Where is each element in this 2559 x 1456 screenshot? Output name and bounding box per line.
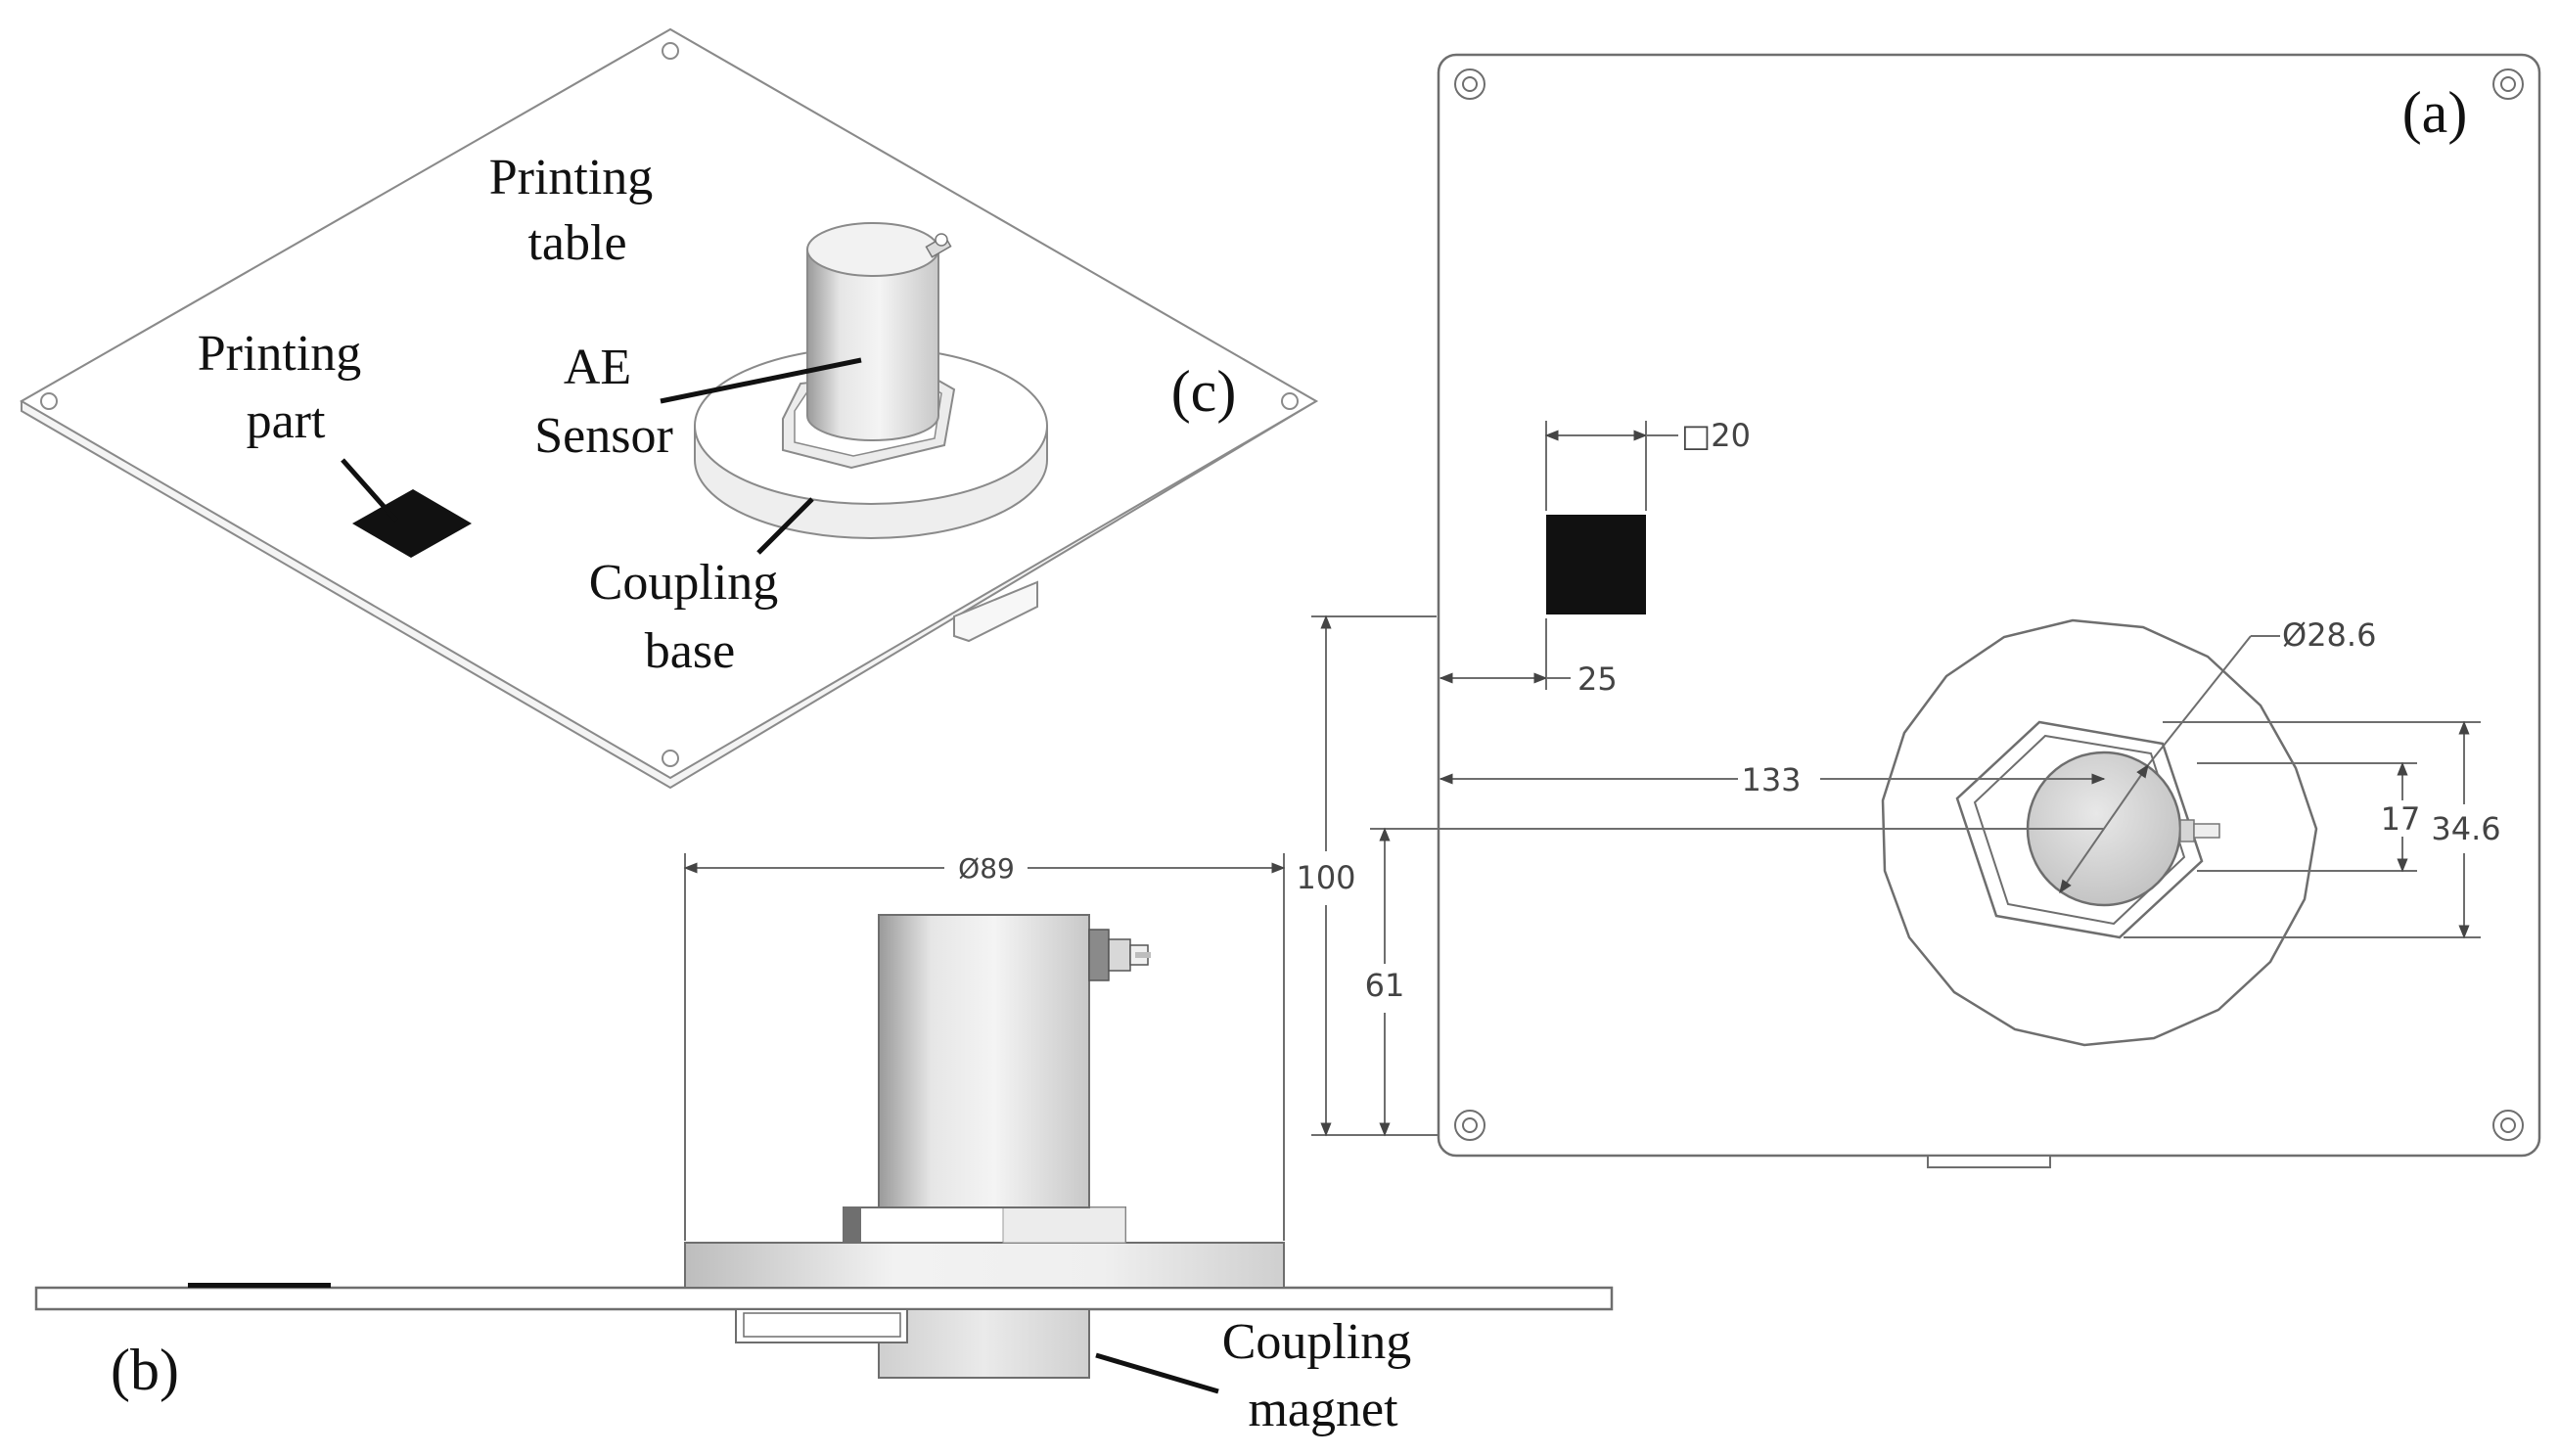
- dim-sensor-diameter-label: Ø28.6: [2282, 616, 2376, 654]
- hole-icon: [2492, 1110, 2524, 1141]
- dim-hex-outer: [2124, 720, 2481, 939]
- ae-sensor-leader: [660, 357, 862, 404]
- sensor-body-side: [878, 914, 1090, 1208]
- hole-icon: [40, 392, 58, 410]
- hole-icon: [1454, 1110, 1485, 1141]
- ae-sensor-iso: [806, 222, 952, 441]
- dim-base-diameter: [683, 853, 1286, 1241]
- dim-sensor-offset-x-label: 133: [1741, 761, 1801, 798]
- coupling-magnet-label: Coupling magnet: [1222, 1314, 1425, 1437]
- ae-sensor-label-line2: Sensor: [534, 408, 673, 464]
- dim-sensor-offset-y: [1370, 827, 2104, 1137]
- hex-nut-shade-side: [844, 1207, 861, 1243]
- magnet-tab-inner-side: [743, 1312, 901, 1338]
- hole-icon: [1281, 392, 1299, 410]
- connector-side: [1088, 929, 1151, 981]
- magnet-tab-top: [1927, 1155, 2051, 1168]
- coupling-base-leader: [756, 497, 814, 555]
- printing-table-label-line1: Printing: [489, 150, 654, 205]
- top-view: (a) □20 25: [1296, 53, 2541, 1168]
- coupling-magnet-label-line1: Coupling: [1222, 1314, 1412, 1370]
- hole-icon: [1454, 68, 1485, 100]
- coupling-magnet-label-line2: magnet: [1248, 1382, 1398, 1437]
- hex-nut-inner-top: [1973, 734, 2186, 926]
- connector-iso: [925, 233, 952, 258]
- dim-hex-inner-label: 17: [2381, 800, 2421, 838]
- hole-icon: [2492, 68, 2524, 100]
- dim-hex-inner: [2197, 761, 2417, 873]
- coupling-magnet-leader: [1095, 1352, 1219, 1394]
- hole-icon: [662, 750, 679, 767]
- dim-part-size: [1544, 421, 1678, 511]
- coupling-base-side: [684, 1242, 1285, 1289]
- panel-label-c: (c): [1171, 359, 1237, 424]
- printing-table-label-line2: table: [527, 215, 626, 271]
- connector-top: [2179, 819, 2220, 842]
- printing-part-top: [1546, 515, 1646, 614]
- table-corner-holes: [40, 42, 1299, 767]
- dim-base-diameter-label: Ø89: [958, 852, 1015, 885]
- printing-part-label-line1: Printing: [198, 326, 362, 382]
- coupling-base-label-line2: base: [645, 623, 735, 679]
- coupling-base-label: Coupling base: [589, 555, 792, 679]
- isometric-view: Printing table Printing part AE Sensor C…: [19, 27, 1318, 790]
- magnet-tab-iso: [953, 580, 1038, 643]
- dim-table-height: [1311, 614, 1439, 1137]
- panel-label-b: (b): [111, 1338, 179, 1402]
- ae-sensor-label-line1: AE: [564, 340, 631, 395]
- dim-hex-outer-label: 34.6: [2431, 810, 2500, 847]
- dim-part-size-label: □20: [1681, 417, 1751, 454]
- dim-sensor-diameter: [2059, 635, 2280, 894]
- dim-sensor-offset-y-label: 61: [1365, 967, 1405, 1004]
- coupling-base-label-line1: Coupling: [589, 555, 779, 611]
- side-view: Ø89 Coupling magnet (b): [34, 852, 1614, 1437]
- coupling-magnet-side: [878, 1308, 1090, 1379]
- ae-sensor-label: AE Sensor: [534, 340, 673, 464]
- corner-holes-top: [1454, 68, 2524, 1141]
- dim-part-offset-x: [1439, 618, 1571, 690]
- printing-part-iso: [352, 489, 472, 558]
- printing-part-label: Printing part: [198, 326, 375, 449]
- printing-part-side: [188, 1283, 331, 1288]
- printing-part-label-line2: part: [247, 393, 326, 449]
- printing-part-leader: [341, 458, 398, 523]
- printing-table-label: Printing table: [489, 150, 666, 271]
- printing-table-top: [19, 27, 1318, 780]
- hex-nut-face-side: [1002, 1206, 1126, 1244]
- panel-label-a: (a): [2402, 80, 2468, 145]
- dim-table-height-label: 100: [1296, 859, 1355, 896]
- dim-part-offset-x-label: 25: [1577, 660, 1618, 698]
- hole-icon: [662, 42, 679, 60]
- table-plate-side: [34, 1286, 1614, 1311]
